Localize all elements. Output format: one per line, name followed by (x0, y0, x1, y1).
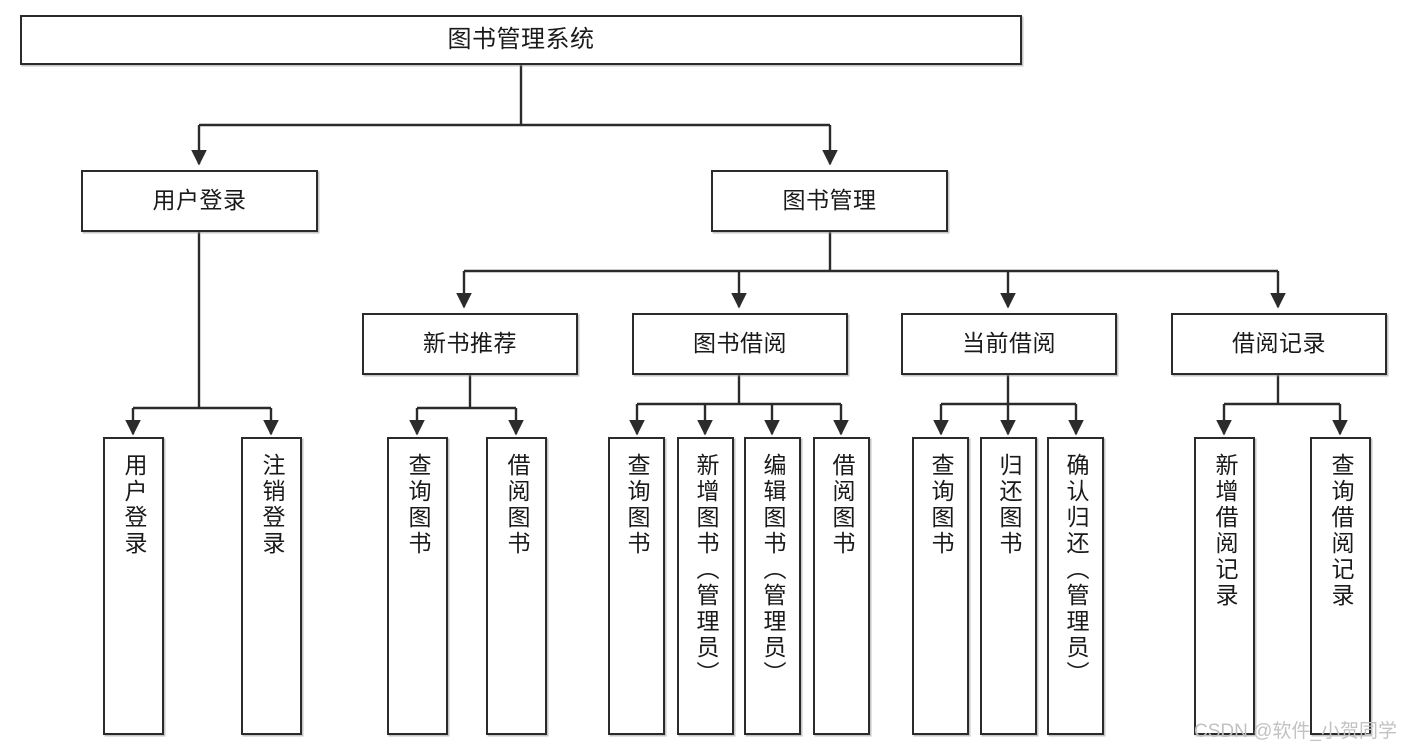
leaf-bookborrow-borrow-book-label: 借阅图书 (829, 453, 856, 557)
leaf-borrowrecord-query-record-label: 查询借阅记录 (1328, 453, 1355, 609)
node-current-borrow-label: 当前借阅 (962, 330, 1056, 357)
leaf-bookborrow-add-book-admin[interactable]: 新增图书（管理员） (677, 437, 734, 735)
leaf-currentborrow-return-book-label: 归还图书 (996, 453, 1023, 557)
node-book-borrow-label: 图书借阅 (693, 330, 787, 357)
node-current-borrow[interactable]: 当前借阅 (901, 313, 1117, 375)
leaf-newbooks-borrow-book-label: 借阅图书 (504, 453, 531, 557)
leaf-logout-login-label: 注销登录 (259, 453, 286, 557)
leaf-currentborrow-query-book[interactable]: 查询图书 (912, 437, 969, 735)
leaf-borrowrecord-query-record[interactable]: 查询借阅记录 (1310, 437, 1371, 735)
node-borrow-record-label: 借阅记录 (1232, 330, 1326, 357)
leaf-bookborrow-borrow-book[interactable]: 借阅图书 (813, 437, 870, 735)
node-new-book-recommend[interactable]: 新书推荐 (362, 313, 578, 375)
node-book-borrow[interactable]: 图书借阅 (632, 313, 848, 375)
leaf-logout-login[interactable]: 注销登录 (241, 437, 302, 735)
node-book-manage[interactable]: 图书管理 (711, 170, 948, 232)
leaf-bookborrow-add-book-admin-label: 新增图书（管理员） (693, 453, 720, 687)
csdn-watermark: CSDN @软件_小贺同学 (1194, 721, 1397, 742)
leaf-currentborrow-query-book-label: 查询图书 (928, 453, 955, 557)
leaf-bookborrow-edit-book-admin[interactable]: 编辑图书（管理员） (744, 437, 801, 735)
node-user-login[interactable]: 用户登录 (81, 170, 318, 232)
leaf-currentborrow-return-book[interactable]: 归还图书 (980, 437, 1037, 735)
node-root-system-label: 图书管理系统 (447, 25, 595, 53)
leaf-user-login-label: 用户登录 (121, 453, 148, 557)
node-new-book-recommend-label: 新书推荐 (423, 330, 517, 357)
leaf-newbooks-query-book-label: 查询图书 (405, 453, 432, 557)
leaf-borrowrecord-add-record-label: 新增借阅记录 (1212, 453, 1239, 609)
leaf-bookborrow-edit-book-admin-label: 编辑图书（管理员） (760, 453, 787, 687)
leaf-bookborrow-query-book[interactable]: 查询图书 (608, 437, 665, 735)
leaf-newbooks-borrow-book[interactable]: 借阅图书 (486, 437, 547, 735)
node-borrow-record[interactable]: 借阅记录 (1171, 313, 1387, 375)
node-root-system[interactable]: 图书管理系统 (20, 15, 1022, 65)
leaf-borrowrecord-add-record[interactable]: 新增借阅记录 (1194, 437, 1255, 735)
leaf-user-login[interactable]: 用户登录 (103, 437, 164, 735)
leaf-currentborrow-confirm-return-admin[interactable]: 确认归还（管理员） (1047, 437, 1104, 735)
leaf-bookborrow-query-book-label: 查询图书 (624, 453, 651, 557)
leaf-currentborrow-confirm-return-admin-label: 确认归还（管理员） (1063, 453, 1090, 687)
node-user-login-label: 用户登录 (152, 187, 247, 214)
leaf-newbooks-query-book[interactable]: 查询图书 (387, 437, 448, 735)
node-book-manage-label: 图书管理 (782, 187, 877, 214)
